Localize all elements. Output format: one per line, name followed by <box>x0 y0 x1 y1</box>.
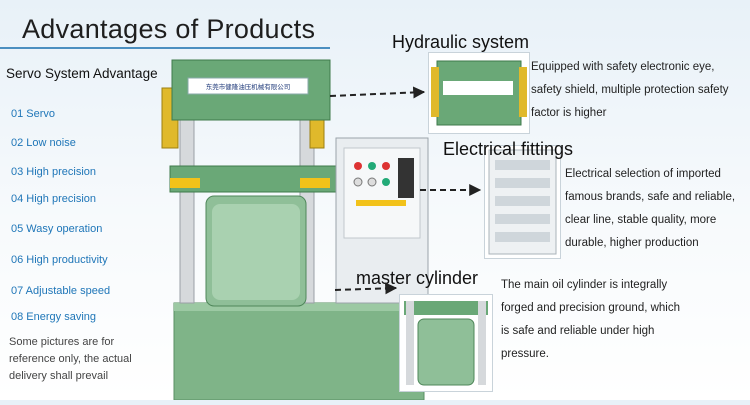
master-cylinder-photo <box>399 294 493 392</box>
title-underline <box>0 47 330 49</box>
advantage-item: 01 Servo <box>11 108 56 120</box>
advantage-item: 04 High precision <box>11 193 96 205</box>
advantage-item: 03 High precision <box>11 166 96 178</box>
advantage-item: 08 Energy saving <box>11 311 96 323</box>
servo-heading: Servo System Advantage <box>6 66 158 81</box>
electrical-fittings-title: Electrical fittings <box>443 139 574 159</box>
advantage-item: 05 Wasy operation <box>11 223 103 235</box>
hydraulic-press-image: 东莞市健隆油压机械有限公司 <box>160 48 440 401</box>
advantage-item: 02 Low noise <box>11 137 76 149</box>
hydraulic-system-desc: Equipped with safety electronic eye, saf… <box>531 61 729 119</box>
electrical-fittings-photo <box>484 145 561 259</box>
hydraulic-system-photo <box>428 52 530 134</box>
advantage-item: 06 High productivity <box>11 254 108 266</box>
master-cylinder-title: master cylinder <box>356 268 479 288</box>
disclaimer-note: Some pictures are for reference only, th… <box>9 336 132 382</box>
advantage-item: 07 Adjustable speed <box>11 285 111 297</box>
hydraulic-system-title: Hydraulic system <box>392 32 530 52</box>
electrical-fittings-desc: Electrical selection of imported famous … <box>565 168 736 249</box>
master-cylinder-desc: The main oil cylinder is integrally forg… <box>501 279 681 360</box>
nameplate-text-cn: 东莞市健隆油压机械有限公司 <box>206 82 291 91</box>
page-title: Advantages of Products <box>22 14 316 44</box>
